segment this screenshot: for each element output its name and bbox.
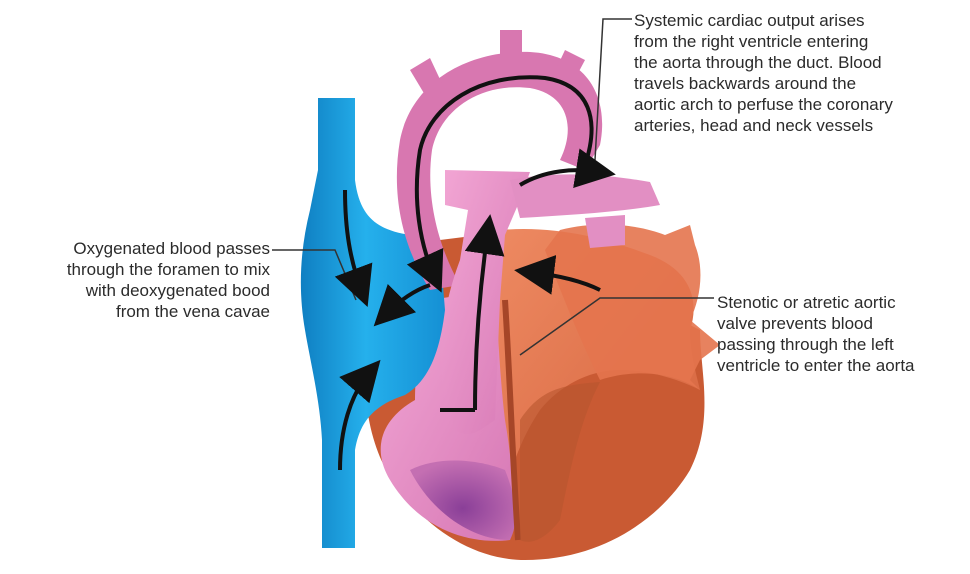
annotation-line: Stenotic or atretic aortic [717, 292, 915, 313]
annotation-line: ventricle to enter the aorta [717, 355, 915, 376]
annotation-line: the aorta through the duct. Blood [634, 52, 893, 73]
annotation-line: travels backwards around the [634, 73, 893, 94]
annotation-line: aortic arch to perfuse the coronary [634, 94, 893, 115]
annotation-line: through the foramen to mix [8, 259, 270, 280]
annotation-line: Oxygenated blood passes [8, 238, 270, 259]
annotation-line: from the right ventricle entering [634, 31, 893, 52]
ductus-arteriosus [510, 174, 660, 218]
annotation-line: valve prevents blood [717, 313, 915, 334]
annotation-line: passing through the left [717, 334, 915, 355]
annotation-stenotic-valve: Stenotic or atretic aortic valve prevent… [717, 292, 915, 376]
annotation-line: with deoxygenated bood [8, 280, 270, 301]
pulmonary-branch-right [585, 215, 625, 248]
annotation-line: from the vena cavae [8, 301, 270, 322]
arch-branch-2 [500, 30, 522, 65]
annotation-systemic-output: Systemic cardiac output arises from the … [634, 10, 893, 136]
annotation-line: Systemic cardiac output arises [634, 10, 893, 31]
annotation-oxygenated-blood: Oxygenated blood passes through the fora… [8, 238, 270, 322]
annotation-line: arteries, head and neck vessels [634, 115, 893, 136]
